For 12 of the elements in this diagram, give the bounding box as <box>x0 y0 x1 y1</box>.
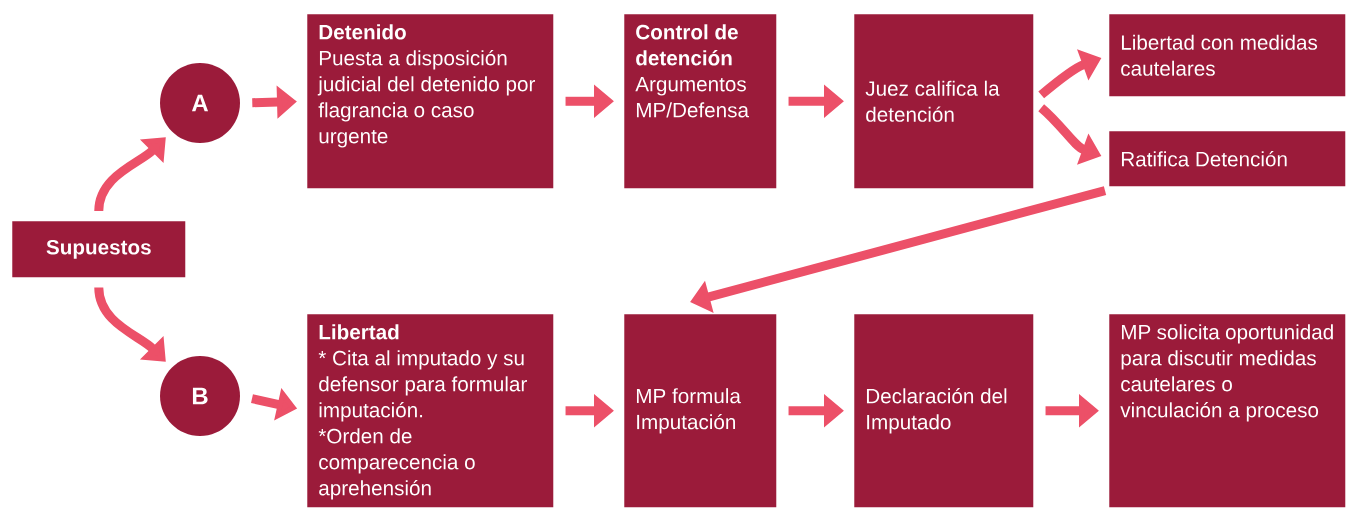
process-box: MP formula Imputación <box>624 314 777 508</box>
process-box: Ratifica Detención <box>1109 131 1346 187</box>
circle-node: B <box>160 356 240 436</box>
circle-node: A <box>160 63 240 143</box>
process-box: Libertad * Cita al imputado y su defensor para formular imputación. *Orden de comparecencia o aprehensión <box>307 314 554 508</box>
process-box: Libertad con medidas cautelares <box>1109 14 1346 97</box>
process-box: Control de detención Argumentos MP/Defensa <box>624 14 777 189</box>
process-box: Juez califica la detención <box>854 14 1034 189</box>
process-box: Supuestos <box>12 221 186 278</box>
process-box: Detenido Puesta a disposición judicial del detenido por flagrancia o caso urgente <box>307 14 554 189</box>
process-box: Declaración del Imputado <box>854 314 1034 508</box>
process-box: MP solicita oportunidad para discutir medidas cautelares o vinculación a proceso <box>1109 314 1346 508</box>
